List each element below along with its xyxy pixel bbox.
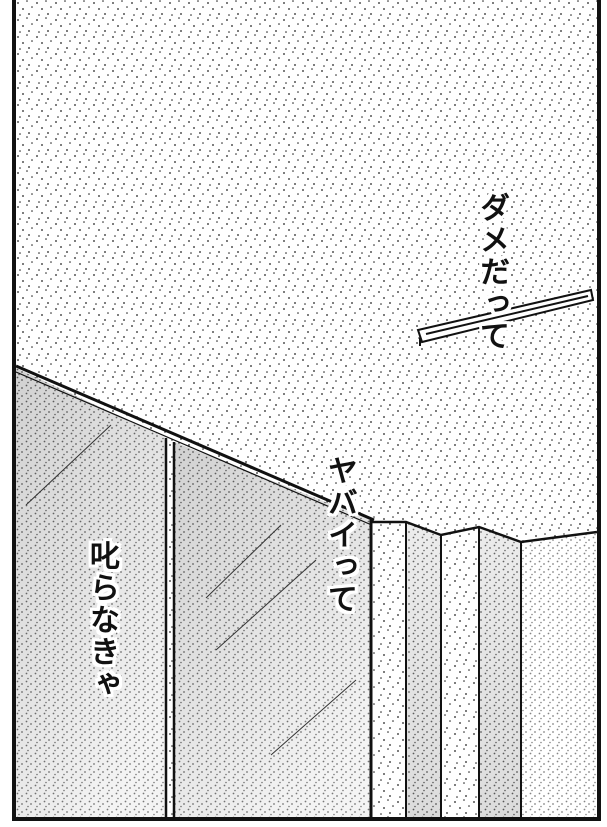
right-wall-pillars xyxy=(369,520,597,817)
light-rail xyxy=(416,288,595,346)
dialogue-text-yabai: ヤバイって xyxy=(322,455,357,615)
room-illustration xyxy=(16,0,597,817)
dialogue-text-dame: ダメだって xyxy=(474,192,509,352)
left-wall xyxy=(16,364,375,817)
dialogue-text-shikaranakya: 叱らなきゃ xyxy=(84,540,119,700)
comic-panel: ダメだって ヤバイって 叱らなきゃ xyxy=(12,0,601,821)
